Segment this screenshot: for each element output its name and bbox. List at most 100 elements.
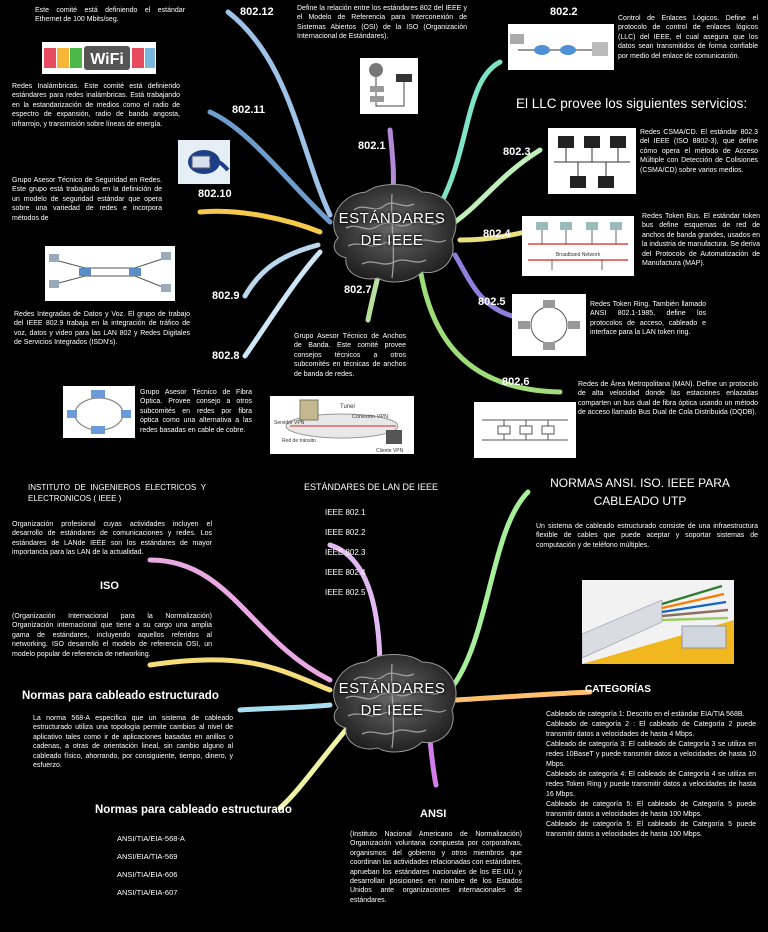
branch-802-3 — [452, 147, 543, 225]
brain-title-line2: DE IEEE — [360, 702, 424, 719]
branch-802-8 — [242, 249, 323, 359]
branch-cat — [452, 689, 593, 703]
list-item: IEEE 802.5 — [325, 588, 366, 597]
branch-802-9 — [242, 242, 321, 299]
ansi-header: ANSI — [420, 808, 447, 820]
brain-icon — [333, 184, 457, 283]
fiber-ring-icon — [67, 390, 131, 434]
osi-stack-icon — [369, 63, 412, 107]
llc-services-heading: El LLC provee los siguientes servicios: — [516, 96, 748, 111]
iso-text: (Organización Internacional para la Norm… — [12, 613, 212, 658]
brain-title-line1: ESTÁNDARES — [338, 680, 446, 697]
wifi-logo-image: WiFi — [42, 42, 156, 74]
node-802-12-label: 802.12 — [240, 6, 274, 18]
node-802-4-text: Redes Token Bus. El estándar token bus d… — [642, 213, 760, 268]
branch-802-12 — [225, 9, 333, 218]
ieee-header: INSTITUTO DE INGENIEROS ELECTRICOS Y ELE… — [28, 483, 206, 503]
list-item: Cableado de categoría 5: El cableado de … — [546, 801, 756, 818]
utp-header-line2: CABLEADO UTP — [593, 494, 687, 508]
list-item: Cableado de categoría 1: Descrito en el … — [546, 711, 745, 718]
node-802-6-label: 802.6 — [502, 376, 530, 388]
csma-cd-image — [548, 128, 636, 194]
node-802-8-label: 802.8 — [212, 350, 240, 362]
branch-normas2 — [277, 722, 353, 811]
categories-list: Cableado de categoría 1: Descrito en el … — [546, 710, 756, 840]
list-item: IEEE 802.1 — [325, 508, 366, 517]
list-item: Cableado de categoría 4: El cableado de … — [546, 771, 756, 798]
list-item: IEEE 802.3 — [325, 548, 366, 557]
brain-title-2: ESTÁNDARES DE IEEE — [318, 678, 466, 722]
token-bus-icon: Broadband Network — [528, 222, 628, 270]
list-item: ANSI/EIA/TIA-569 — [117, 852, 178, 861]
list-item: IEEE 802.2 — [325, 528, 366, 537]
categories-header: CATEGORÍAS — [585, 684, 651, 695]
branch-802-2 — [437, 59, 503, 208]
utp-connector-icon — [582, 584, 734, 664]
list-item: Cableado de categoría 5: El cableado de … — [546, 821, 756, 838]
llc-link-icon — [510, 34, 608, 56]
branch-802-10 — [197, 208, 323, 235]
dual-bus-icon — [482, 419, 568, 441]
brain-center-2: ESTÁNDARES DE IEEE — [318, 650, 466, 758]
token-ring-icon — [518, 300, 580, 350]
svg-text:Cliente VPN: Cliente VPN — [376, 448, 404, 454]
token-bus-image: Broadband Network — [522, 216, 634, 276]
node-802-4-label: 802.4 — [483, 228, 511, 240]
normas-list: ANSI/TIA/EIA-568-A ANSI/EIA/TIA-569 ANSI… — [117, 830, 185, 902]
utp-header-line1: NORMAS ANSI. ISO. IEEE PARA — [550, 476, 730, 490]
svg-text:Red de tránsito: Red de tránsito — [282, 438, 316, 444]
list-item: ANSI/TIA/EIA-606 — [117, 870, 178, 879]
ieee-text: Organización profesional cuyas actividad… — [12, 521, 212, 557]
branch-ieee — [147, 557, 333, 683]
branch-ansi — [427, 737, 439, 788]
token-ring-image — [512, 294, 586, 356]
svg-text:Broadband Network: Broadband Network — [556, 252, 601, 258]
list-item: IEEE 802.4 — [325, 568, 366, 577]
vpn-diagram-image: Tunel Conexión VPN Servidor VPN Red de t… — [270, 396, 414, 454]
list-item: Cableado de categoría 2 : El cableado de… — [546, 721, 756, 738]
node-802-3-label: 802.3 — [503, 146, 531, 158]
normas-text-1: La norma 568-A especifica que un sistema… — [33, 715, 233, 770]
node-802-2-label: 802.2 — [550, 6, 578, 18]
branch-utp — [447, 489, 531, 693]
brain-center-1: ESTÁNDARES DE IEEE — [318, 180, 466, 288]
node-802-2-text: Control de Enlaces Lógicos. Define el pr… — [618, 15, 758, 60]
node-802-7-text: Grupo Asesor Técnico de Anchos de Banda.… — [294, 333, 406, 378]
utp-header: NORMAS ANSI. ISO. IEEE PARA CABLEADO UTP — [530, 474, 750, 510]
branch-802-6 — [417, 265, 563, 395]
normas-header-1: Normas para cableado estructurado — [22, 690, 219, 702]
utp-text: Un sistema de cableado estructurado cons… — [536, 523, 758, 549]
brain-title-1: ESTÁNDARES DE IEEE — [318, 208, 466, 252]
ethernet-cable-icon — [188, 150, 230, 174]
node-802-12-text: Este comité está definiendo el estándar … — [35, 7, 185, 24]
brain-title-line2: DE IEEE — [360, 232, 424, 249]
network-cable-image — [178, 140, 230, 184]
svg-text:Servidor VPN: Servidor VPN — [274, 420, 305, 426]
lan-header: ESTÁNDARES DE LAN DE IEEE — [304, 482, 439, 492]
node-802-7-label: 802.7 — [344, 284, 372, 296]
llc-network-image — [508, 24, 614, 70]
branch-802-4 — [457, 229, 528, 243]
osi-model-image — [360, 58, 418, 114]
node-802-5-label: 802.5 — [478, 296, 506, 308]
security-network-image — [45, 246, 175, 301]
list-item: ANSI/TIA/EIA-568-A — [117, 834, 185, 843]
node-802-8-text: Grupo Asesor Técnico de Fibra Óptica. Pr… — [140, 389, 252, 434]
svg-text:WiFi: WiFi — [90, 51, 124, 68]
node-802-10-text: Grupo Asesor Técnico de Seguridad en Red… — [12, 177, 162, 222]
node-802-9-text: Redes Integradas de Datos y Voz. El grup… — [14, 311, 190, 347]
node-802-5-text: Redes Token Ring. También llamado ANSI 8… — [590, 301, 706, 337]
iso-header: ISO — [100, 580, 119, 592]
node-802-9-label: 802.9 — [212, 290, 240, 302]
node-802-3-text: Redes CSMA/CD. El estándar 802.3 del IEE… — [640, 129, 758, 174]
normas-header-2: Normas para cableado estructurado — [95, 804, 292, 816]
brain-title-line1: ESTÁNDARES — [338, 210, 446, 227]
node-802-11-label: 802.11 — [232, 104, 266, 116]
man-dqdb-image — [474, 402, 576, 458]
lan-list: IEEE 802.1 IEEE 802.2 IEEE 802.3 IEEE 80… — [325, 503, 365, 603]
network-topology-icon — [49, 252, 171, 292]
ansi-text: (Instituto Nacional Americano de Normali… — [350, 831, 522, 904]
branch-802-11 — [207, 109, 333, 225]
brain-icon — [333, 654, 457, 753]
